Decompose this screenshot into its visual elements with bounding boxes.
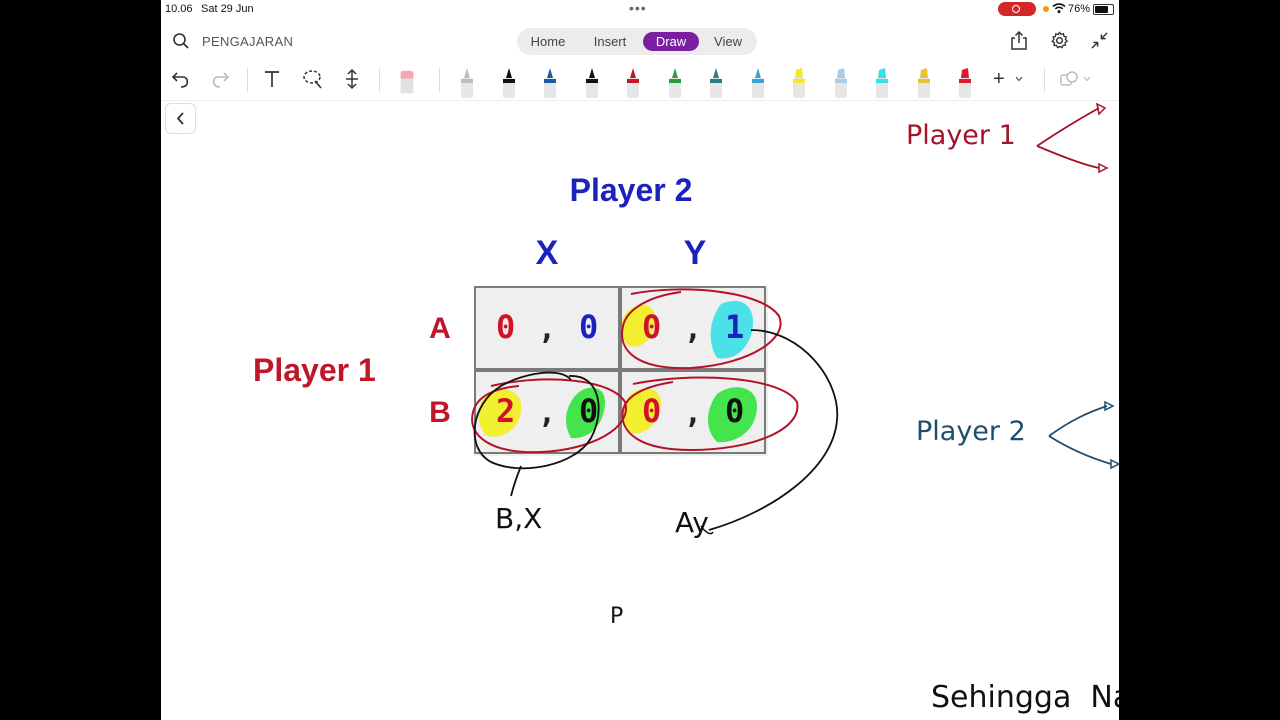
ribbon-tabs: Home Insert Draw View xyxy=(517,28,757,55)
payoff-p1: 0 xyxy=(496,308,516,346)
payoff-p1: 2 xyxy=(496,392,516,430)
tab-home[interactable]: Home xyxy=(530,34,566,49)
toolbar-divider xyxy=(1044,68,1045,92)
cell-a-x: 0 , 0 xyxy=(474,286,620,370)
toolbar-divider-line xyxy=(161,100,1119,101)
tab-draw[interactable]: Draw xyxy=(643,32,699,51)
status-bar: 10.06 Sat 29 Jun ••• 76% xyxy=(161,0,1119,18)
pen-annotations xyxy=(471,102,1119,535)
pen-gray-icon[interactable] xyxy=(459,66,475,98)
insert-space-icon[interactable] xyxy=(342,68,362,90)
handwritten-player2: Player 2 xyxy=(916,416,1026,447)
tab-insert[interactable]: Insert xyxy=(593,34,627,49)
payoff-comma: , xyxy=(684,396,703,431)
highlighter-cyan-icon[interactable] xyxy=(874,66,890,98)
payoff-p2: 0 xyxy=(579,308,599,346)
pen-green-icon[interactable] xyxy=(667,66,683,98)
toolbar-divider xyxy=(247,68,248,92)
cell-a-y: 0 , 1 xyxy=(620,286,766,370)
payoff-p2: 1 xyxy=(725,308,745,346)
collapse-arrows-icon[interactable] xyxy=(1090,31,1109,50)
undo-icon[interactable] xyxy=(171,68,191,90)
tab-view[interactable]: View xyxy=(714,34,742,49)
row-header-b: B xyxy=(429,396,451,429)
pen-black-icon[interactable] xyxy=(501,66,517,98)
highlighter-lightblue-icon[interactable] xyxy=(833,66,849,98)
highlighter-gold-icon[interactable] xyxy=(916,66,932,98)
highlighter-red-icon[interactable] xyxy=(957,66,973,98)
highlighter-yellow-icon[interactable] xyxy=(791,66,807,98)
screen-recording-icon[interactable] xyxy=(998,2,1036,16)
lasso-select-icon[interactable] xyxy=(302,68,324,90)
battery-percent: 76% xyxy=(1068,3,1091,15)
payoff-comma: , xyxy=(538,396,557,431)
handwritten-sehingga: Sehingga Nas xyxy=(931,680,1119,715)
toolbar-divider xyxy=(439,68,440,92)
column-header-y: Y xyxy=(683,234,707,272)
shapes-icon[interactable] xyxy=(1059,69,1079,89)
search-icon[interactable] xyxy=(172,32,190,50)
handwritten-ay: Ay xyxy=(675,506,709,539)
column-header-x: X xyxy=(535,234,559,272)
add-pen-icon[interactable]: + xyxy=(993,68,1005,90)
chevron-down-icon[interactable] xyxy=(1083,76,1091,82)
cell-b-x: 2 , 0 xyxy=(474,370,620,454)
handwritten-player1: Player 1 xyxy=(906,120,1016,151)
status-time: 10.06 xyxy=(165,3,193,15)
pen-teal-icon[interactable] xyxy=(708,66,724,98)
back-button[interactable] xyxy=(165,103,196,134)
player2-title: Player 2 xyxy=(569,172,693,208)
payoff-comma: , xyxy=(538,312,557,347)
cell-b-y: 0 , 0 xyxy=(620,370,766,454)
share-icon[interactable] xyxy=(1010,31,1028,51)
payoff-matrix: 0 , 0 0 , 1 2 , 0 0 , 0 xyxy=(474,286,768,456)
toolbar-divider xyxy=(379,68,380,92)
payoff-p1: 0 xyxy=(642,308,662,346)
payoff-p1: 0 xyxy=(642,392,662,430)
row-header-a: A xyxy=(429,312,451,345)
text-tool-icon[interactable] xyxy=(262,68,282,90)
mic-indicator-icon xyxy=(1043,6,1049,12)
pen-blue-icon[interactable] xyxy=(542,66,558,98)
pen-red-icon[interactable] xyxy=(625,66,641,98)
handwritten-bx: B,X xyxy=(495,502,543,535)
pen-black-2-icon[interactable] xyxy=(584,66,600,98)
chevron-down-icon[interactable] xyxy=(1015,76,1023,82)
payoff-comma: , xyxy=(684,312,703,347)
player1-label: Player 1 xyxy=(253,352,376,388)
handwritten-p: P xyxy=(610,604,624,629)
status-date: Sat 29 Jun xyxy=(201,3,254,15)
multitasking-dots-icon[interactable]: ••• xyxy=(629,0,647,16)
pen-lightblue-icon[interactable] xyxy=(750,66,766,98)
redo-icon[interactable] xyxy=(210,68,230,90)
battery-icon xyxy=(1093,4,1114,15)
notebook-name[interactable]: PENGAJARAN xyxy=(202,34,294,49)
wifi-icon xyxy=(1052,3,1066,14)
payoff-p2: 0 xyxy=(725,392,745,430)
payoff-p2: 0 xyxy=(579,392,599,430)
screen: 10.06 Sat 29 Jun ••• 76% PENGAJARAN Home… xyxy=(161,0,1119,720)
eraser-icon[interactable] xyxy=(399,66,415,98)
chevron-left-icon xyxy=(176,112,184,125)
settings-gear-icon[interactable] xyxy=(1050,31,1069,50)
